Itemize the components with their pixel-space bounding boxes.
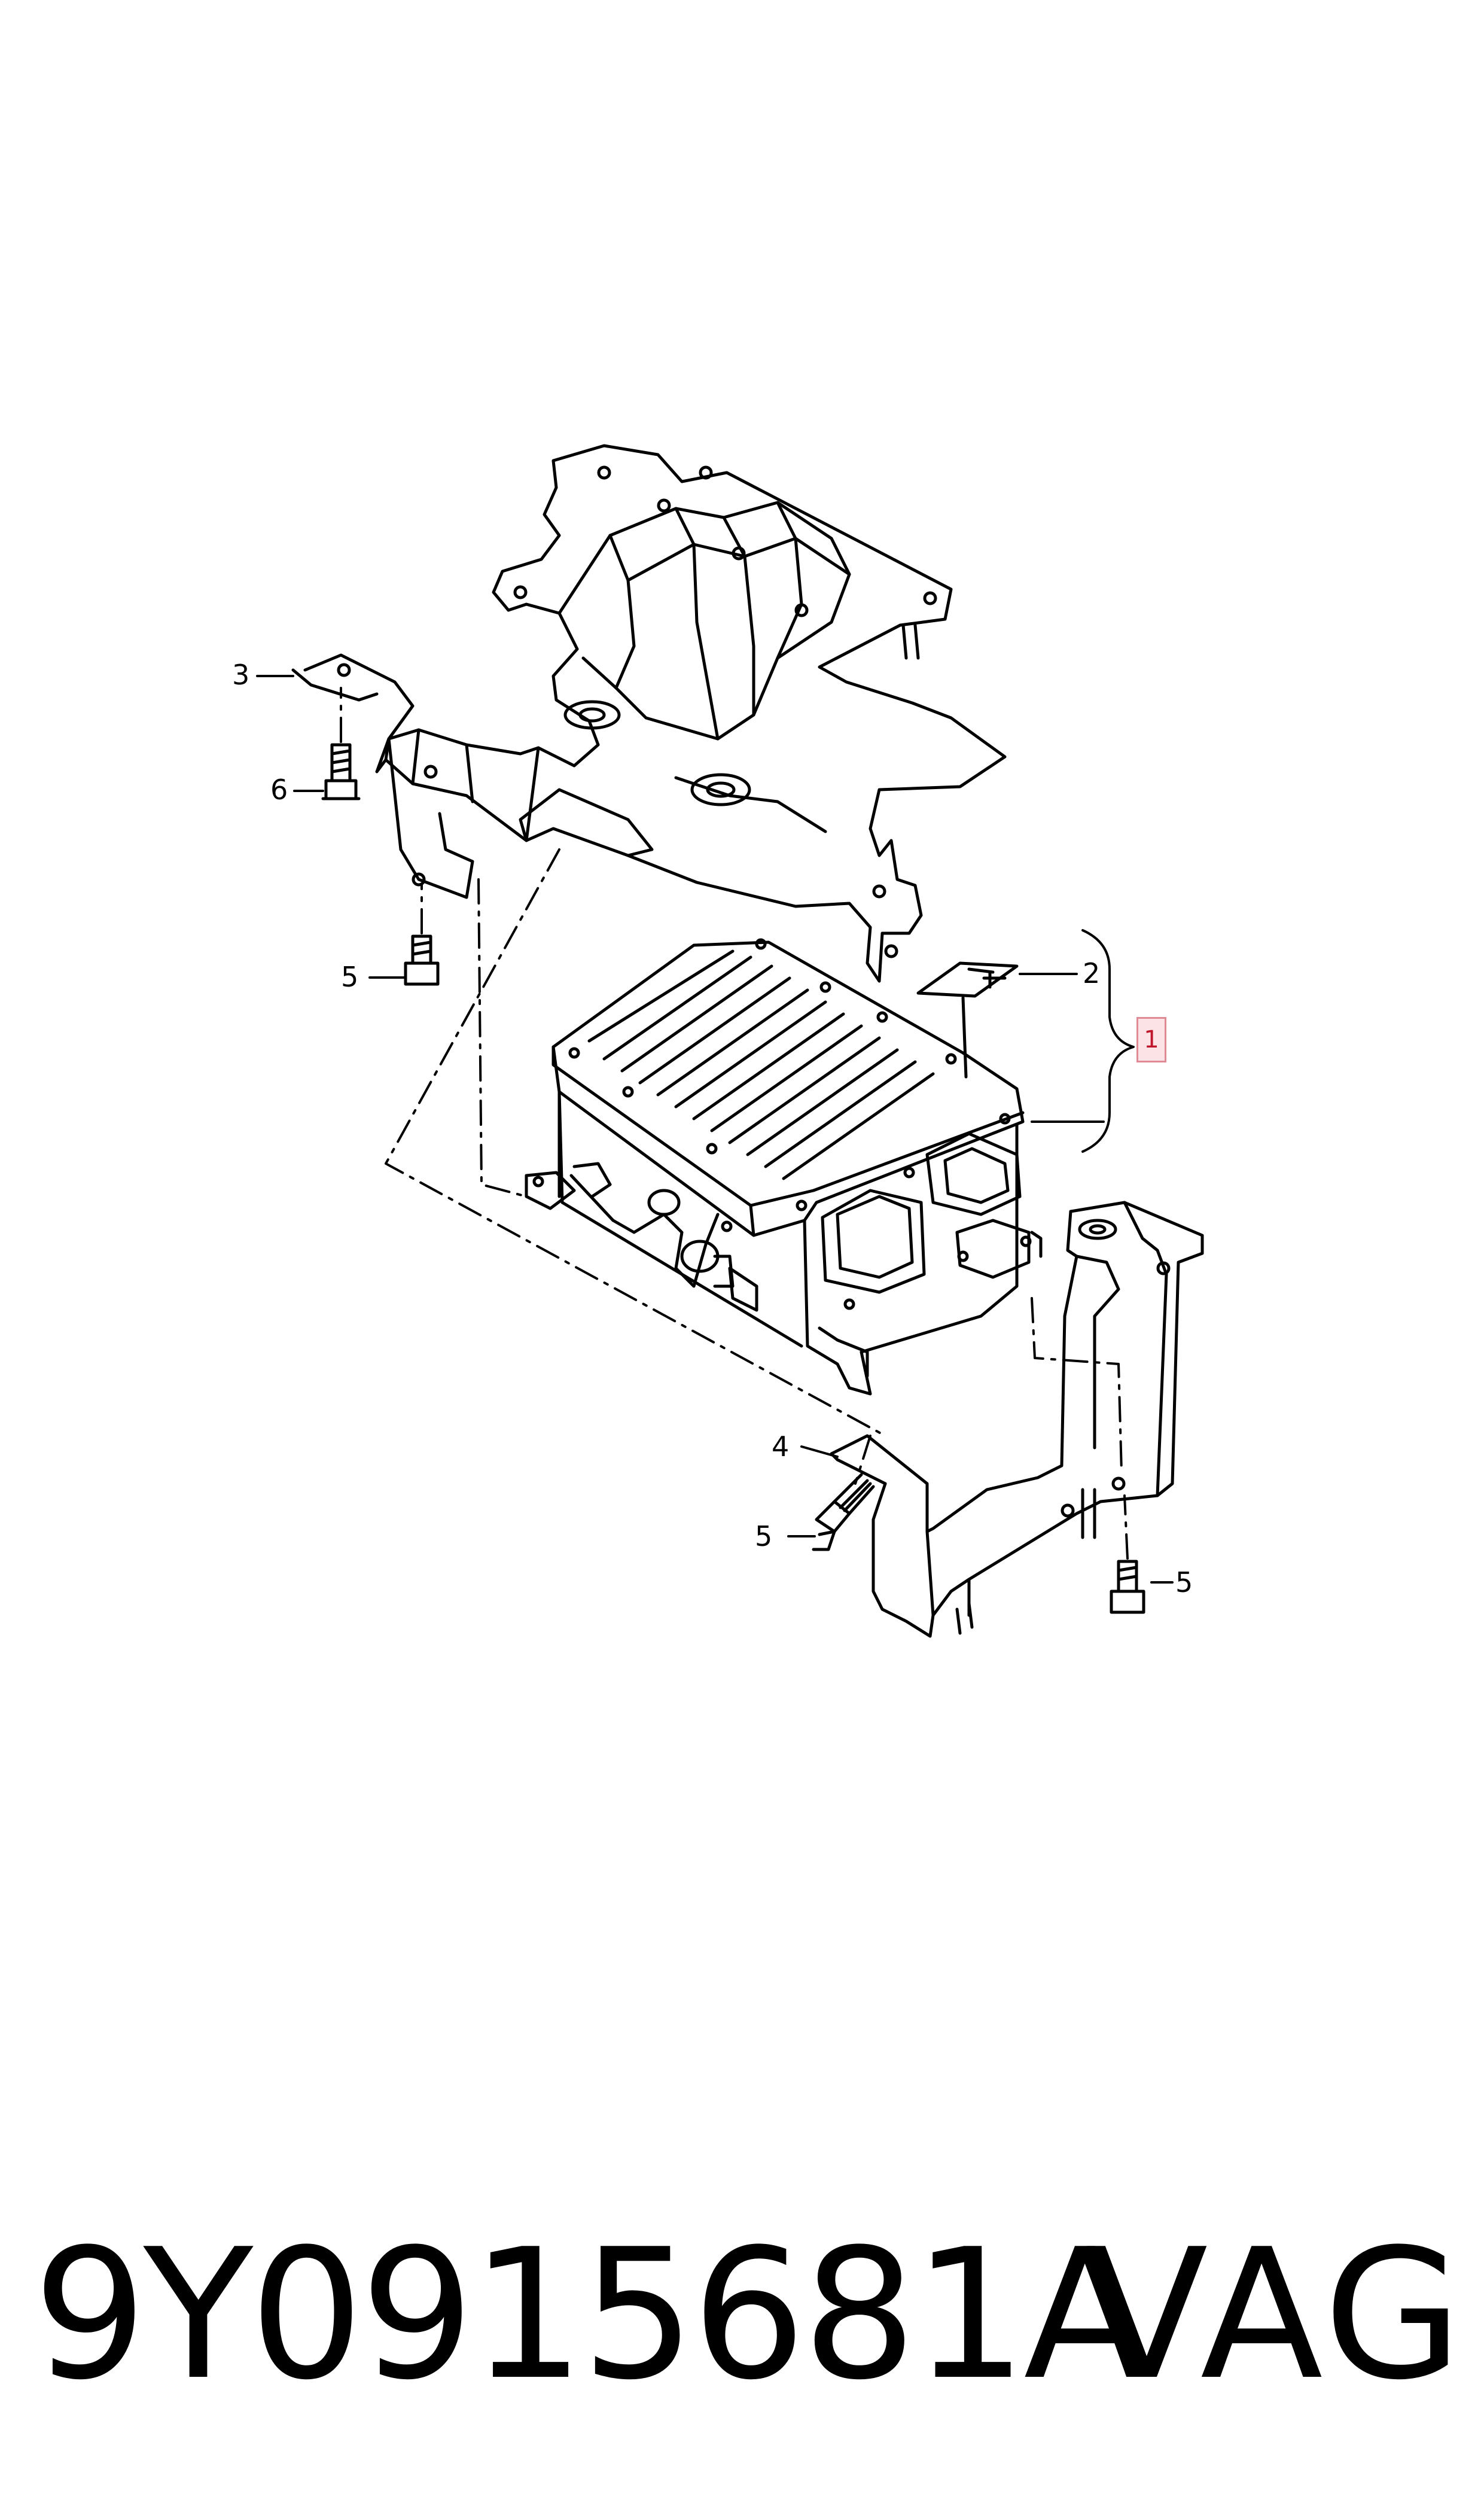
- lower-bracket: [830, 1201, 1204, 1638]
- bolt-icon: [321, 743, 361, 800]
- callout-1[interactable]: 1: [1136, 1017, 1166, 1062]
- callout-2: 2: [1083, 957, 1101, 989]
- callout-4: 4: [772, 1430, 790, 1463]
- bolt-icon: [812, 1473, 875, 1551]
- callout-5: 5: [341, 961, 359, 993]
- bolt-icon: [1110, 1560, 1145, 1614]
- brand-name: VAG: [1085, 2211, 1466, 2419]
- bolt-icon: [404, 934, 440, 986]
- part-number: 9Y0915681A: [33, 2211, 1146, 2419]
- assembly-lines: [340, 687, 1129, 1560]
- callout-6: 6: [270, 774, 288, 806]
- charger-unit: [525, 938, 1043, 1396]
- upper-carrier-bracket: [291, 444, 1007, 983]
- callout-5: 5: [755, 1520, 773, 1552]
- leader-lines: [256, 675, 1174, 1584]
- label-icon: [916, 961, 1019, 1079]
- callout-3: 3: [232, 659, 250, 691]
- callout-5: 5: [1175, 1566, 1193, 1599]
